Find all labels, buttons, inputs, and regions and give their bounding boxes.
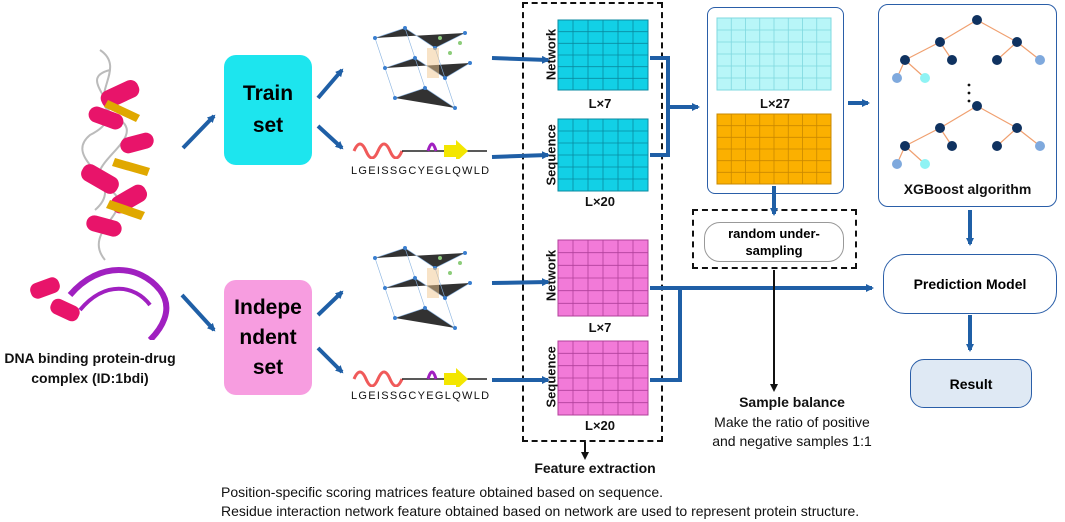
complex-caption: DNA binding protein-drug complex (ID:1bd… [0, 348, 180, 388]
sequence-diagram-independent [352, 368, 487, 387]
prediction-model-box: Prediction Model [883, 254, 1057, 314]
arrow-complex-to-train [181, 114, 216, 150]
arrow-independent-to-prediction [650, 288, 872, 382]
footnote-1: Position-specific scoring matrices featu… [221, 484, 664, 500]
feature-extraction-box [522, 2, 663, 442]
tree-top-node-3 [1035, 55, 1045, 65]
arrow-network-train-to-matrix [491, 55, 550, 64]
independent-set-label-2: ndent [239, 325, 297, 349]
tree-top-node-2 [992, 55, 1002, 65]
arrow-train-to-sequence [316, 124, 344, 150]
matrix-network-train [557, 19, 649, 91]
matrix-sequence-train [557, 118, 649, 192]
arrow-sequence-train-to-matrix [491, 151, 550, 160]
independent-set-label-3: set [252, 355, 284, 379]
tree-bottom-node-1 [947, 141, 957, 151]
independent-set-label-1: Indepe [234, 295, 302, 319]
sample-balance-desc-1: Make the ratio of positive [714, 414, 870, 430]
tree-bottom-node-0 [900, 141, 910, 151]
tree-top-root-node [972, 15, 982, 25]
result-box: Result [910, 359, 1032, 408]
tree-bottom-node-2 [992, 141, 1002, 151]
xgboost-label: XGBoost algorithm [903, 181, 1032, 197]
protein-structure-illustration [30, 49, 170, 340]
complex-caption-line-1: DNA binding protein-drug [4, 350, 176, 366]
network-graph-train [373, 26, 472, 110]
tree-ellipsis-dot-1 [967, 91, 971, 95]
train-set-label-2: set [252, 114, 284, 137]
tree-bottom-root-node [972, 101, 982, 111]
undersampling-label-1: random under- [728, 226, 820, 241]
train-set-box: Train set [224, 55, 312, 165]
tree-top-node-1 [947, 55, 957, 65]
sequence-text-train: LGEISSGCYEGLQWLD [351, 165, 491, 177]
network-graph-independent [373, 246, 472, 330]
tree-top-leaf-0 [892, 73, 902, 83]
matrix-combined-light [716, 17, 832, 91]
xgboost-panel [878, 4, 1057, 207]
matrix-network-independent [557, 239, 649, 317]
dim-label-l27: L×27 [760, 96, 790, 111]
tree-top-node-r [1012, 37, 1022, 47]
sequence-diagram-train [352, 140, 487, 159]
sample-balance-desc-2: and negative samples 1:1 [712, 433, 872, 449]
dim-label-l20-train: L×20 [585, 194, 615, 209]
dim-label-l7-independent: L×7 [588, 320, 612, 335]
train-set-label-1: Train [242, 82, 294, 105]
arrow-independent-to-sequence [316, 346, 344, 374]
arrow-train-to-network [316, 68, 344, 100]
tree-top-node-l [935, 37, 945, 47]
independent-set-box: Indepe ndent set [224, 280, 312, 395]
sample-balance-title: Sample balance [739, 394, 845, 410]
matrix-sequence-independent [557, 340, 649, 416]
undersampling-box: random under- sampling [704, 222, 844, 262]
arrow-complex-to-independent [180, 293, 216, 332]
matrix-combined-orange [716, 113, 832, 185]
tree-bottom-leaf-0 [892, 159, 902, 169]
tree-ellipsis-dot-2 [967, 99, 971, 103]
complex-caption-line-2: complex (ID:1bdi) [31, 370, 149, 386]
undersampling-label-2: sampling [745, 243, 803, 258]
tree-top-node-0 [900, 55, 910, 65]
tree-top-leaf-1 [920, 73, 930, 83]
sequence-text-independent: LGEISSGCYEGLQWLD [351, 390, 491, 402]
tree-bottom-node-l [935, 123, 945, 133]
arrow-train-matrices-to-combined [650, 56, 698, 157]
tree-bottom-node-3 [1035, 141, 1045, 151]
feature-extraction-label: Feature extraction [534, 460, 656, 476]
tree-ellipsis-dot-0 [967, 83, 971, 87]
dim-label-l20-independent: L×20 [585, 418, 615, 433]
arrow-independent-to-network [316, 290, 344, 317]
arrow-network-independent-to-matrix [491, 278, 550, 287]
tree-bottom-leaf-1 [920, 159, 930, 169]
dim-label-l7-train: L×7 [588, 96, 612, 111]
footnote-2: Residue interaction network feature obta… [221, 503, 860, 519]
tree-bottom-node-r [1012, 123, 1022, 133]
